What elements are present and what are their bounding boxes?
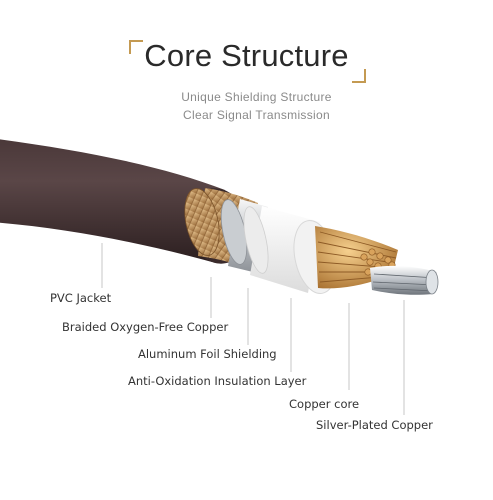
- label-insulation: Anti-Oxidation Insulation Layer: [128, 374, 306, 388]
- label-copper-core: Copper core: [289, 397, 359, 411]
- label-silver-plated: Silver-Plated Copper: [316, 418, 433, 432]
- silver-plated-copper: [370, 266, 438, 295]
- label-braided-copper: Braided Oxygen-Free Copper: [62, 320, 228, 334]
- label-aluminum-foil: Aluminum Foil Shielding: [138, 347, 277, 361]
- label-pvc-jacket: PVC Jacket: [50, 291, 111, 305]
